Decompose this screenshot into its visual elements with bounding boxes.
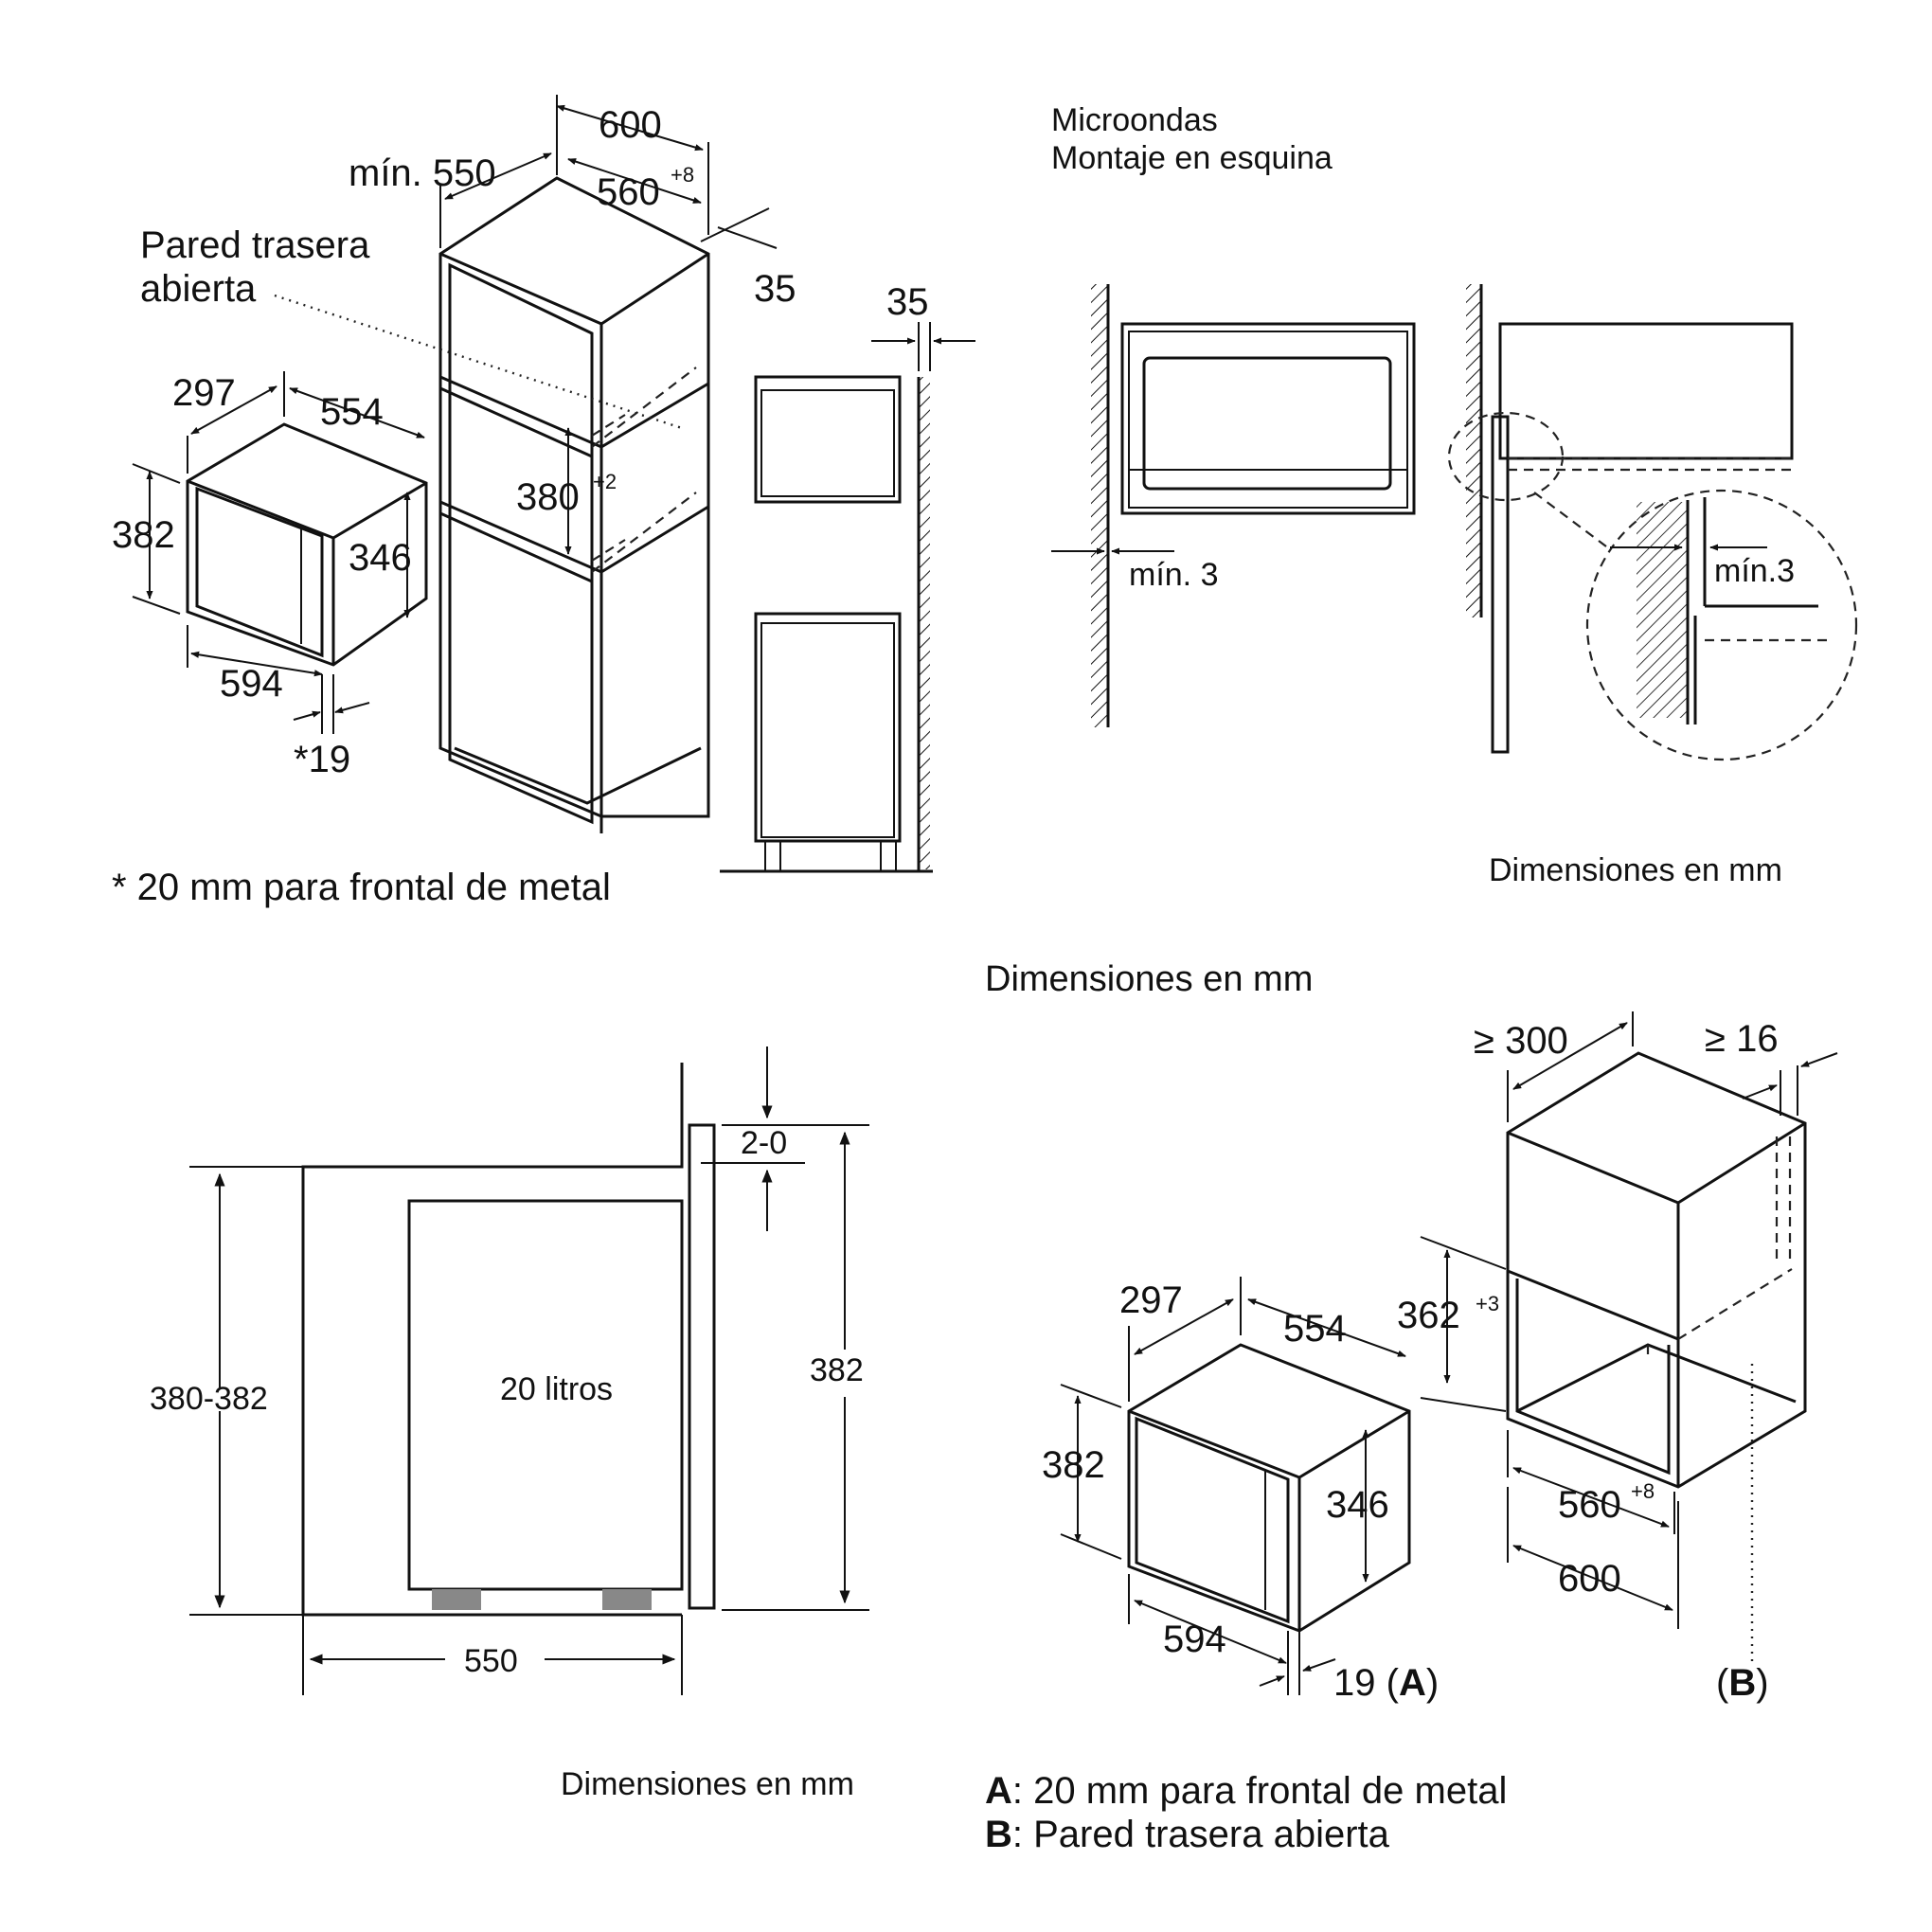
footnote-metal-front: * 20 mm para frontal de metal bbox=[112, 867, 611, 908]
dim-560-b: 560 bbox=[1558, 1484, 1621, 1526]
dim-560-tolerance: +8 bbox=[671, 163, 694, 187]
units-bottom-left: Dimensiones en mm bbox=[561, 1766, 854, 1802]
dim-600: 600 bbox=[599, 104, 662, 146]
dim-297-b: 297 bbox=[1119, 1279, 1183, 1321]
panel-wall-unit-install: Dimensiones en mm bbox=[985, 959, 1838, 1855]
dim-35-depth: 35 bbox=[754, 268, 796, 310]
dim-594: 594 bbox=[220, 663, 283, 705]
tall-cabinet bbox=[438, 176, 710, 833]
label-b-marker: (B) bbox=[1716, 1662, 1769, 1704]
units-bottom-right: Dimensiones en mm bbox=[985, 959, 1313, 999]
dim-382-b: 382 bbox=[1042, 1444, 1105, 1486]
legend-b: B: Pared trasera abierta bbox=[985, 1814, 1390, 1855]
dim-min-550: mín. 550 bbox=[349, 152, 496, 194]
dim-2-0: 2-0 bbox=[741, 1125, 787, 1161]
dim-362-tolerance: +3 bbox=[1476, 1292, 1499, 1315]
title-corner-mounting: Montaje en esquina bbox=[1051, 140, 1333, 176]
dim-380: 380 bbox=[516, 476, 580, 518]
dim-560-b-tolerance: +8 bbox=[1631, 1479, 1655, 1503]
dim-346: 346 bbox=[349, 537, 412, 579]
dim-382: 382 bbox=[112, 514, 175, 556]
dim-554-b: 554 bbox=[1283, 1308, 1347, 1350]
legend-a: A: 20 mm para frontal de metal bbox=[985, 1770, 1507, 1812]
wall-cabinet bbox=[1506, 1051, 1807, 1667]
dim-600-b: 600 bbox=[1558, 1558, 1621, 1600]
side-section bbox=[720, 375, 933, 873]
capacity-20-litros: 20 litros bbox=[500, 1371, 613, 1407]
panel-side-section: 2-0 380-382 20 litros 382 550 Dimensione… bbox=[150, 1046, 869, 1802]
dim-560: 560 bbox=[597, 171, 660, 213]
dim-550-depth: 550 bbox=[464, 1643, 518, 1679]
title-microwave: Microondas bbox=[1051, 102, 1218, 138]
units-top-right: Dimensiones en mm bbox=[1489, 852, 1782, 888]
microwave-unit-iso bbox=[186, 422, 428, 667]
panel-cabinet-overview: 600 mín. 550 560 +8 35 Pared trasera abi… bbox=[112, 95, 975, 908]
dim-35-wall-gap: 35 bbox=[886, 281, 929, 323]
dim-380-382: 380-382 bbox=[150, 1381, 268, 1417]
microwave-unit-iso-b bbox=[1127, 1343, 1411, 1633]
dim-362: 362 bbox=[1397, 1295, 1460, 1336]
dim-382-height: 382 bbox=[810, 1352, 864, 1388]
dim-min-16: ≥ 16 bbox=[1705, 1018, 1779, 1060]
dim-297: 297 bbox=[172, 372, 236, 414]
dim-346-b: 346 bbox=[1326, 1484, 1389, 1526]
dim-594-b: 594 bbox=[1163, 1619, 1226, 1660]
dim-19-b: 19 (A) bbox=[1333, 1662, 1439, 1704]
dim-min-300: ≥ 300 bbox=[1474, 1020, 1568, 1062]
dim-min3-detail: mín.3 bbox=[1714, 553, 1795, 589]
label-open-back-line2: abierta bbox=[140, 268, 257, 310]
dim-19-note: *19 bbox=[294, 739, 350, 780]
dim-380-tolerance: +2 bbox=[593, 470, 617, 493]
panel-corner-mounting: Microondas Montaje en esquina mín. 3 mín… bbox=[1051, 102, 1858, 888]
dim-554: 554 bbox=[320, 391, 384, 433]
label-open-back-line1: Pared trasera bbox=[140, 224, 370, 266]
dim-min3-front: mín. 3 bbox=[1129, 557, 1218, 593]
